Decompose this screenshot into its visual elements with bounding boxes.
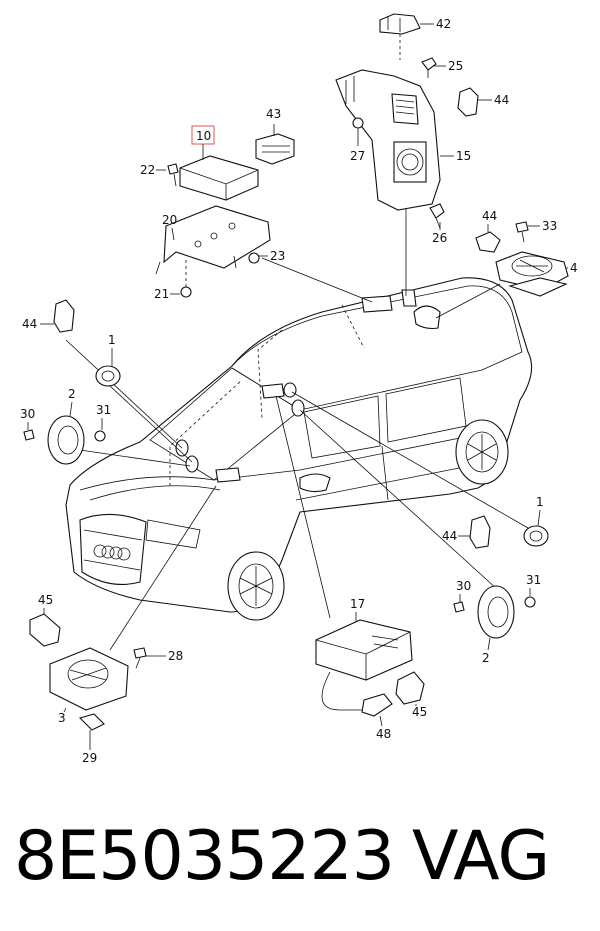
callout-20: 20 — [162, 213, 177, 227]
caption: 8E5035223 VAG — [14, 812, 594, 902]
callout-44: 44 — [494, 93, 509, 107]
leader-lines — [65, 206, 529, 651]
callout-1-left: 1 — [108, 333, 116, 347]
callout-10: 10 — [196, 129, 211, 143]
part-45-connector-a — [29, 613, 61, 647]
callout-22: 22 — [140, 163, 155, 177]
part-3-speaker — [49, 647, 129, 711]
part-26-screw — [429, 203, 445, 229]
part-31-nut-left — [94, 430, 106, 442]
part-number: 8E5035223 — [14, 817, 395, 896]
part-17-amplifier — [315, 619, 413, 681]
part-30-screw-right — [453, 601, 465, 613]
part-30-screw-left — [23, 429, 35, 441]
callout-1-right: 1 — [536, 495, 544, 509]
part-1-tweeter-right — [523, 525, 549, 547]
car-illustration — [65, 277, 533, 621]
callout-44-c: 44 — [22, 317, 37, 331]
part-21-nut — [180, 260, 192, 298]
callout-44-b: 44 — [482, 209, 497, 223]
callout-labels: 42 25 44 27 15 43 10 22 20 23 21 26 44 3… — [20, 17, 578, 765]
part-44-clip — [457, 87, 479, 117]
callout-23: 23 — [270, 249, 285, 263]
callout-26: 26 — [432, 231, 447, 245]
callout-42: 42 — [436, 17, 451, 31]
callout-3: 3 — [58, 711, 66, 725]
part-44-clip-d — [469, 515, 491, 549]
callout-48: 48 — [376, 727, 391, 741]
part-15-bracket — [335, 69, 441, 211]
part-23-nut — [248, 252, 260, 264]
parts-diagram: 42 25 44 27 15 43 10 22 20 23 21 26 44 3… — [20, 13, 578, 765]
callout-43: 43 — [266, 107, 281, 121]
part-42-connector — [379, 13, 421, 60]
part-2-speaker-right — [477, 585, 515, 639]
callout-4: 4 — [570, 261, 578, 275]
callout-44-d: 44 — [442, 529, 457, 543]
callout-45-b: 45 — [412, 705, 427, 719]
callout-21: 21 — [154, 287, 169, 301]
part-4-speaker — [495, 251, 569, 297]
part-25-screw — [421, 57, 437, 78]
part-20-bracket — [155, 205, 271, 275]
callout-30-left: 30 — [20, 407, 35, 421]
part-22-screw — [167, 163, 179, 187]
callout-2-left: 2 — [68, 387, 76, 401]
callout-33: 33 — [542, 219, 557, 233]
callout-25: 25 — [448, 59, 463, 73]
callout-31-right: 31 — [526, 573, 541, 587]
part-44-clip-b — [475, 231, 501, 253]
part-29-gasket — [78, 713, 105, 731]
audi-rings — [93, 544, 131, 561]
callout-28: 28 — [168, 649, 183, 663]
part-48-cable — [321, 671, 393, 717]
part-27-nut — [352, 117, 364, 129]
part-45-connector-b — [395, 671, 425, 705]
part-2-speaker-left — [47, 415, 85, 465]
callout-45-a: 45 — [38, 593, 53, 607]
part-28-screw — [133, 647, 147, 669]
callout-30-right: 30 — [456, 579, 471, 593]
callout-29: 29 — [82, 751, 97, 765]
brand-name: VAG — [412, 817, 550, 896]
part-33-screw — [515, 221, 529, 243]
callout-17: 17 — [350, 597, 365, 611]
part-31-nut-right — [524, 596, 536, 608]
part-10-control-unit — [179, 155, 259, 201]
part-44-clip-c — [53, 299, 75, 333]
part-43-connector — [255, 133, 295, 165]
callout-27: 27 — [350, 149, 365, 163]
part-1-tweeter-left — [95, 365, 121, 387]
callout-31-left: 31 — [96, 403, 111, 417]
callout-15: 15 — [456, 149, 471, 163]
callout-2-right: 2 — [482, 651, 490, 665]
